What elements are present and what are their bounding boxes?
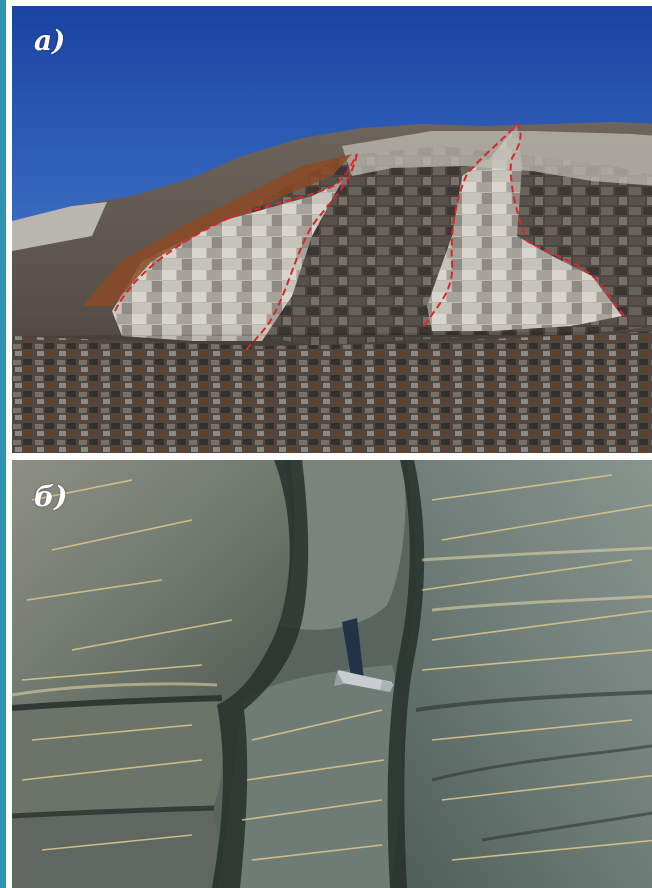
panel-b-photo: б) — [12, 460, 652, 888]
outcrop-photo-a — [12, 6, 652, 453]
panel-label-b: б) — [34, 480, 68, 513]
panel-a-photo: а) — [12, 6, 652, 453]
panel-label-a: а) — [34, 24, 66, 57]
outcrop-photo-b — [12, 460, 652, 888]
rock-hammer — [334, 618, 394, 692]
